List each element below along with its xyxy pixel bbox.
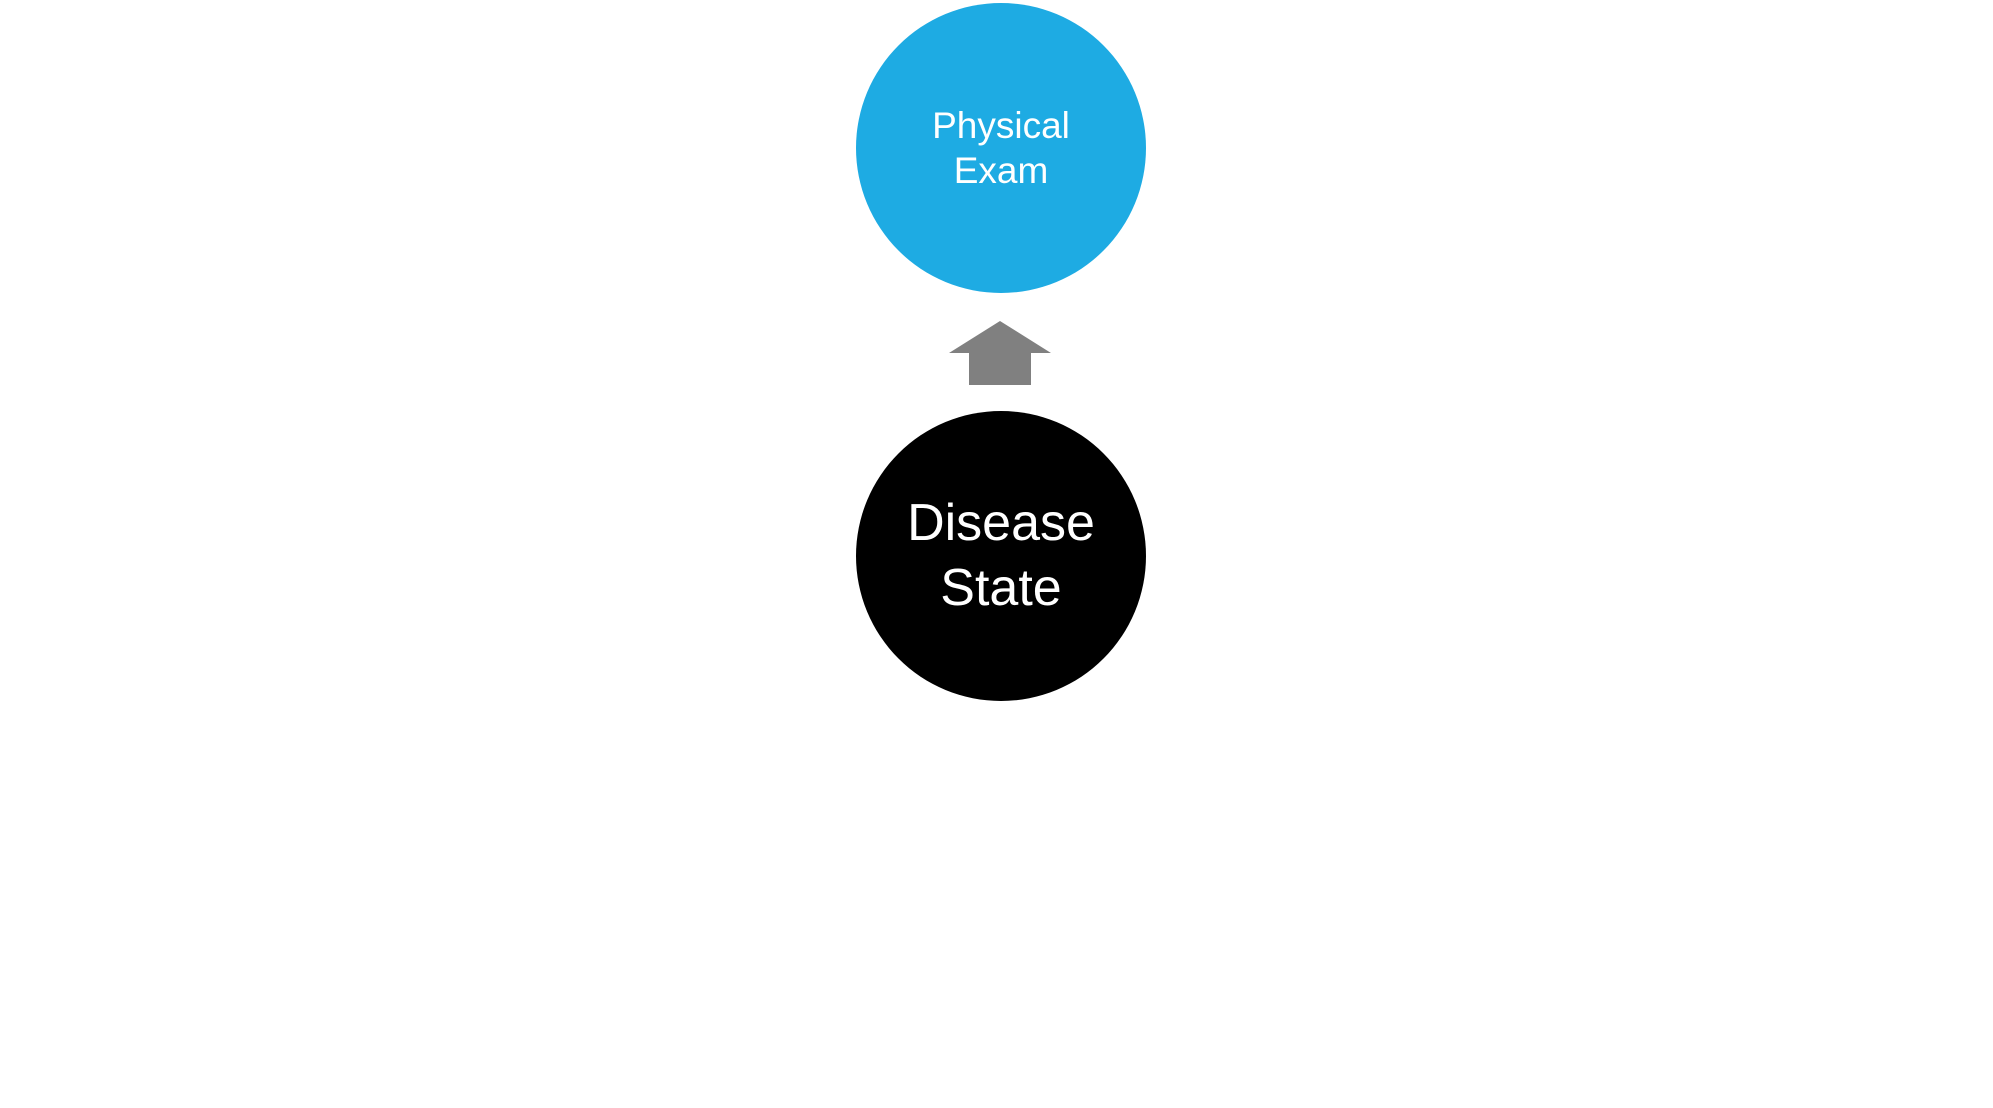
arrow-shape — [949, 321, 1051, 385]
physical-exam-label-line-1: Physical — [932, 105, 1070, 146]
disease-state-node: Disease State — [856, 411, 1146, 701]
physical-exam-label-line-2: Exam — [953, 150, 1049, 191]
disease-state-label-line-2: State — [940, 559, 1062, 617]
up-arrow-icon — [949, 321, 1051, 385]
physical-exam-node: Physical Exam — [856, 3, 1146, 293]
disease-state-label-line-1: Disease — [907, 494, 1095, 552]
